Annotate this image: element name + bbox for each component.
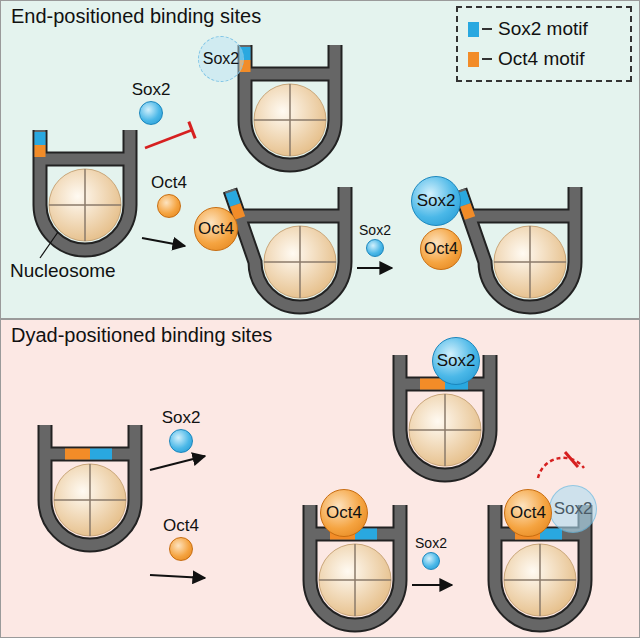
oct4-protein: Oct4 [320,489,368,537]
inhibition-bar [189,122,195,139]
protein-label: Sox2 [358,223,392,238]
protein-name: Sox2 [417,192,456,211]
legend-row: Oct4 motif [468,44,620,74]
sox2-motif [461,192,466,205]
protein-label: Sox2 [131,81,172,100]
sox2-motif [90,449,112,460]
nucleosome [460,187,575,307]
legend-swatch [468,22,479,37]
legend-text: Sox2 motif [498,19,588,40]
nucleosome [40,130,130,250]
protein-label: Oct4 [162,517,200,536]
protein-label: Oct4 [150,174,188,193]
protein-circle [157,194,181,218]
leader-line [40,232,58,258]
inhibition-line [145,130,192,148]
oct4-protein: Oct4 [150,174,188,218]
protein-circle [139,101,163,125]
inhibition-arc [538,458,584,478]
legend-swatch [468,52,479,67]
reaction-arrow [150,575,205,578]
oct4-motif [65,449,90,460]
oct4-motif [35,145,46,157]
oct4-motif [465,205,470,218]
oct4-protein: Oct4 [194,207,238,251]
sox2-protein: Sox2 [131,81,172,125]
panel-title: Dyad-positioned binding sites [11,324,272,346]
nucleosome [45,425,135,545]
sox2-protein: Sox2 [358,223,392,257]
sox2-protein: Sox2 [411,176,461,226]
sox2-motif [35,132,46,145]
protein-circle [366,239,384,257]
protein-name: Sox2 [437,352,476,371]
protein-label: Sox2 [161,409,202,428]
oct4-motif [235,205,240,218]
protein-name: Sox2 [203,50,239,68]
protein-name: Sox2 [554,500,593,519]
inhibition-bar [565,452,578,467]
sox2-motif [231,192,236,205]
oct4-protein: Oct4 [504,489,552,537]
protein-circle [422,552,440,570]
sox2-protein: Sox2 [161,409,202,453]
panel-title: End-positioned binding sites [11,5,261,27]
oct4-protein: Oct4 [420,228,462,270]
sox2-protein: Sox2 [198,36,244,82]
panel-ground [0,0,640,319]
legend-dash [482,58,492,60]
protein-circle [169,537,193,561]
legend-dash [482,28,492,30]
protein-name: Oct4 [424,240,458,258]
legend-box: Sox2 motifOct4 motif [456,6,632,82]
nucleosome [245,45,335,165]
reaction-arrow [412,584,452,586]
panel: Dyad-positioned binding sitesSox2Sox2Oct… [0,319,640,638]
protein-name: Oct4 [198,220,234,239]
protein-circle [169,429,193,453]
protein-name: Oct4 [510,504,546,523]
nucleosome [230,187,345,307]
sox2-protein: Sox2 [549,485,597,533]
protein-name: Oct4 [326,504,362,523]
reaction-arrow [150,456,205,470]
legend-row: Sox2 motif [468,14,620,44]
reaction-arrow [357,267,392,269]
oct4-protein: Oct4 [162,517,200,561]
part-label: Nucleosome [10,261,116,282]
sox2-protein: Sox2 [432,337,480,385]
sox2-protein: Sox2 [414,536,448,570]
panel-ground [0,319,640,638]
legend-text: Oct4 motif [498,49,585,70]
protein-label: Sox2 [414,536,448,551]
reaction-arrow [142,238,185,246]
